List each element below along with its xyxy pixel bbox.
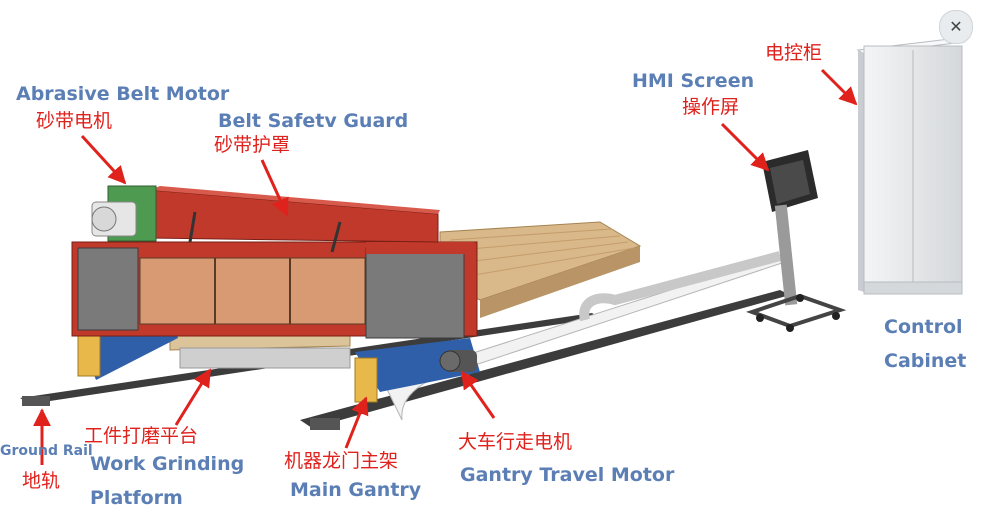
arrow-control-cabinet xyxy=(820,68,858,106)
gantry-travel-motor xyxy=(439,350,477,372)
arrow-belt-safety-guard xyxy=(260,159,289,217)
label-control-cabinet-zh: 电控柜 xyxy=(765,42,823,64)
arrow-work-platform xyxy=(174,368,212,426)
belt-safety-guard xyxy=(149,186,440,253)
label-gantry-travel-motor-en: Gantry Travel Motor xyxy=(460,464,675,486)
label-work-platform-en-line2: Platform xyxy=(90,487,183,509)
label-gantry-travel-motor-zh: 大车行走电机 xyxy=(458,431,573,453)
label-abrasive-belt-motor-zh: 砂带电机 xyxy=(36,110,113,132)
abrasive-belt-motor xyxy=(91,185,157,242)
label-main-gantry-en: Main Gantry xyxy=(290,479,422,501)
label-control-cabinet-en-line2: Cabinet xyxy=(884,350,967,372)
arrow-abrasive-belt-motor xyxy=(80,134,127,185)
close-icon[interactable]: ✕ xyxy=(939,10,973,44)
label-belt-safety-guard-zh: 砂带护罩 xyxy=(214,134,291,156)
label-main-gantry-zh: 机器龙门主架 xyxy=(284,450,399,472)
pointer-arrows xyxy=(33,68,858,465)
main-gantry-body xyxy=(71,241,478,339)
hmi-screen xyxy=(745,150,847,332)
label-hmi-screen-en: HMI Screen xyxy=(632,70,755,92)
control-cabinet xyxy=(856,37,966,295)
arrow-hmi-screen xyxy=(720,122,770,172)
label-work-platform-zh: 工件打磨平台 xyxy=(84,425,199,447)
arrow-main-gantry xyxy=(344,396,369,449)
label-abrasive-belt-motor-en: Abrasive Belt Motor xyxy=(16,83,230,105)
label-belt-safety-guard-en: Belt Safetv Guard xyxy=(218,110,409,132)
label-ground-rail-en: Ground Rail xyxy=(0,443,93,459)
label-ground-rail-zh: 地轨 xyxy=(22,470,61,492)
label-control-cabinet-en-line1: Control xyxy=(884,316,963,338)
arrow-gantry-travel-motor xyxy=(460,370,496,419)
label-work-platform-en-line1: Work Grinding xyxy=(90,453,245,475)
label-hmi-screen-zh: 操作屏 xyxy=(682,96,740,118)
